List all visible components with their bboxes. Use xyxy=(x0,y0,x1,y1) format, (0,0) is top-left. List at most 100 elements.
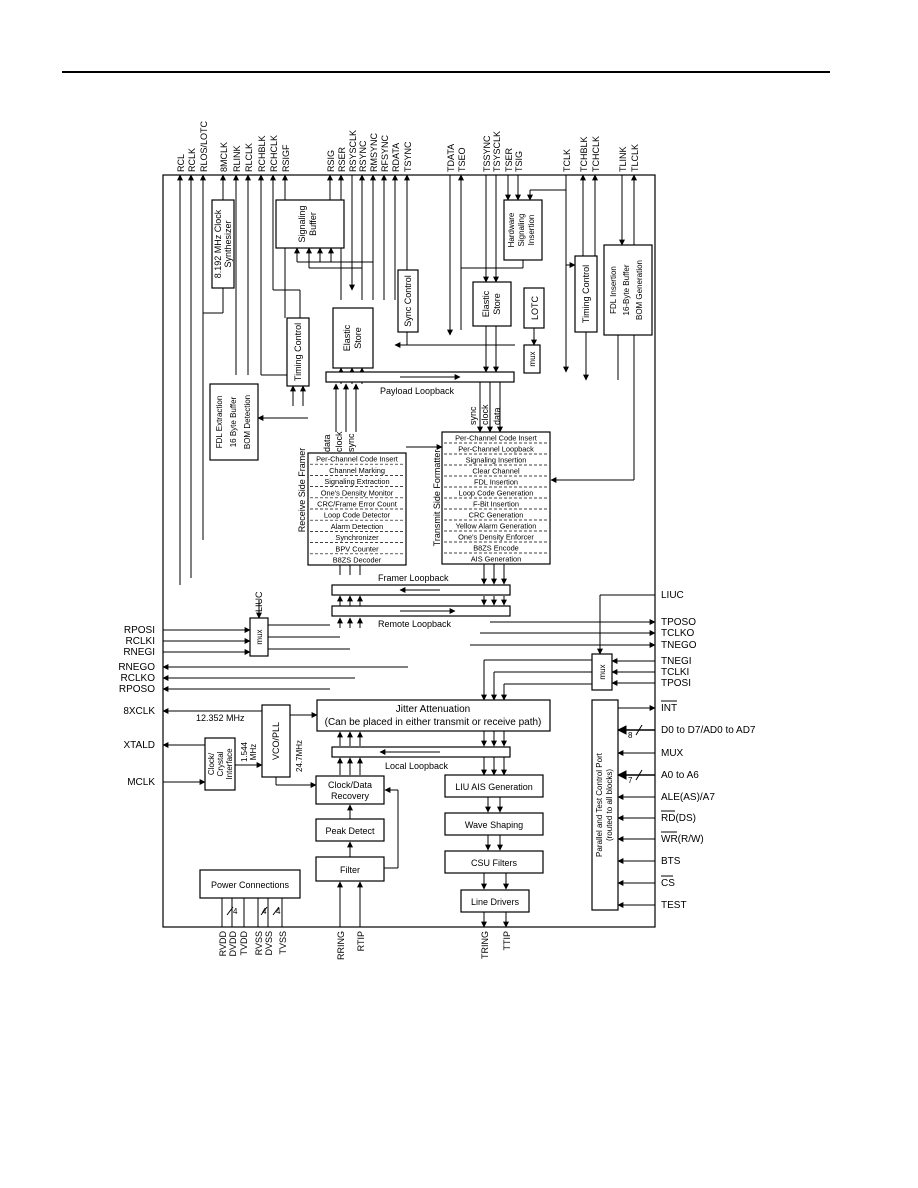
clock-crystal-line1: Clock/ xyxy=(207,752,216,775)
pin-rvss: RVSS xyxy=(254,931,264,955)
clock-data-recovery-block xyxy=(315,775,385,805)
tx-chain-arrows xyxy=(481,797,509,890)
local-arrows xyxy=(337,757,507,776)
parallel-port-line1: Parallel and Test Control Port xyxy=(595,752,604,857)
pin-rring: RRING xyxy=(336,931,346,960)
rx-elastic-store-block xyxy=(332,307,374,369)
pin-rmsync: RMSYNC xyxy=(369,132,379,172)
fdl-ext-line3: BOM Detection xyxy=(243,395,252,449)
rx-mux-label: mux xyxy=(255,629,264,644)
pin-tseo: TSEO xyxy=(457,147,467,172)
pin-d0-d7: D0 to D7/AD0 to AD7 xyxy=(661,725,756,736)
clock-synth-line2: Synthesizer xyxy=(223,220,233,267)
receive-framer-row: CRC/Frame Error Count xyxy=(317,500,397,509)
mhz-247-label: 24.7MHz xyxy=(295,740,304,772)
transmit-formatter-row: One's Density Enforcer xyxy=(458,533,534,542)
left-pin-labels: RPOSI RCLKI RNEGI RNEGO RCLKO RPOSO 8XCL… xyxy=(118,625,155,788)
pin-tring: TRING xyxy=(480,931,490,959)
transmit-formatter-row: Signaling Insertion xyxy=(466,456,527,465)
bus-width-7: 7 xyxy=(628,776,633,785)
cdr-line1: Clock/Data xyxy=(328,780,372,790)
top-pin-labels: RCL RCLK RLOS/LOTC 8MCLK RLINK RLCLK RCH… xyxy=(176,120,640,172)
sigbuf-connections xyxy=(284,247,373,318)
fdl-ext-line2: 16 Byte Buffer xyxy=(229,396,238,447)
sync-control-label: Sync Control xyxy=(403,275,413,327)
receive-side-framer-label: Receive Side Framer xyxy=(297,448,307,533)
cdr-line2: Recovery xyxy=(331,791,370,801)
clock-synth-line1: 8.192 MHz Clock xyxy=(213,209,223,278)
pin-rvdd: RVDD xyxy=(218,931,228,957)
pin-tposo: TPOSO xyxy=(661,617,696,628)
transmit-formatter-row: AIS Generation xyxy=(471,555,522,564)
pin-rclk: RCLK xyxy=(187,148,197,172)
rx-elastic-line1: Elastic xyxy=(342,324,352,351)
pin-rfsync: RFSYNC xyxy=(380,134,390,172)
clock-crystal-block xyxy=(204,737,236,791)
pin-dvss: DVSS xyxy=(264,931,274,956)
hw-signaling-block xyxy=(503,199,543,261)
receive-framer-row: Alarm Detection xyxy=(331,522,384,531)
transmit-formatter-row: Per-Channel Code Insert xyxy=(455,434,537,443)
receive-framer-row: Synchronizer xyxy=(335,533,379,542)
receive-framer-row: Loop Code Detector xyxy=(324,511,391,520)
rx-timing-control-block xyxy=(286,317,310,387)
framer-loopback-label: Framer Loopback xyxy=(378,573,449,583)
pin-rsync: RSYNC xyxy=(358,140,368,172)
line-drivers-label: Line Drivers xyxy=(471,897,520,907)
receive-framer-row: Signaling Extraction xyxy=(324,477,389,486)
pin-rsig: RSIG xyxy=(326,150,336,172)
tx-bus-down-arrows xyxy=(477,382,503,433)
pin-ale: ALE(AS)/A7 xyxy=(661,792,715,803)
power-connections-label: Power Connections xyxy=(211,880,290,890)
pin-tnego: TNEGO xyxy=(661,640,697,651)
tx-elastic-store-block xyxy=(472,281,512,327)
pin-rlclk: RLCLK xyxy=(244,143,254,172)
fdl-extraction-block xyxy=(209,383,259,461)
transmit-side-formatter-label: Transmit Side Formatter xyxy=(432,450,442,547)
transmit-formatter-row: FDL Insertion xyxy=(474,478,518,487)
transmit-formatter-row: Yellow Alarm Generation xyxy=(456,522,537,531)
rx-timing-control-label: Timing Control xyxy=(293,323,303,381)
mhz-1544-line1: 1.544 xyxy=(240,741,249,762)
sync-control-block xyxy=(397,269,419,333)
bus-width-4c: 4 xyxy=(276,907,281,916)
pin-wr: WR(R/W) xyxy=(661,834,704,845)
pin-tlclk: TLCLK xyxy=(630,144,640,172)
pin-rsigf: RSIGF xyxy=(281,144,291,172)
pin-rposo: RPOSO xyxy=(119,684,155,695)
pin-cs: CS xyxy=(661,878,675,889)
wave-shaping-label: Wave Shaping xyxy=(465,820,523,830)
top-pin-lines xyxy=(177,174,637,585)
liu-ais-block xyxy=(444,774,544,798)
fdl-ins-line3: BOM Generation xyxy=(635,260,644,320)
csu-filters-label: CSU Filters xyxy=(471,858,518,868)
pin-rnegi: RNEGI xyxy=(123,647,155,658)
tx-bus-data: data xyxy=(492,407,502,425)
bottom-pin-lines xyxy=(221,881,509,928)
tx-bus-sync: sync xyxy=(468,406,478,425)
bus-width-8: 8 xyxy=(628,731,633,740)
tx-timing-control-label: Timing Control xyxy=(581,265,591,323)
transmit-formatter-row: B8ZS Encode xyxy=(473,544,519,553)
bus-width-4a: 4 xyxy=(233,907,238,916)
pin-8mclk: 8MCLK xyxy=(219,142,229,172)
left-pin-lines xyxy=(162,627,408,785)
pin-rclko: RCLKO xyxy=(121,673,156,684)
pin-rlink: RLINK xyxy=(232,145,242,172)
pin-rser: RSER xyxy=(337,146,347,172)
vco-pll-block xyxy=(261,704,291,778)
pin-tsig: TSIG xyxy=(514,151,524,172)
rx-bus-clock: clock xyxy=(334,431,344,452)
pin-tclko: TCLKO xyxy=(661,628,695,639)
receive-framer-row: Channel Marking xyxy=(329,466,385,475)
pin-tvss: TVSS xyxy=(278,931,288,955)
pin-tsync: TSYNC xyxy=(403,141,413,172)
pin-8xclk: 8XCLK xyxy=(123,706,155,717)
pin-a0-a6: A0 to A6 xyxy=(661,770,699,781)
bottom-pin-labels: RVDD DVDD TVDD RVSS DVSS TVSS RRING RTIP… xyxy=(218,931,512,961)
pin-tssync: TSSYNC xyxy=(482,135,492,172)
clock-crystal-line2: Crystal xyxy=(216,751,225,776)
jitter-line1: Jitter Attenuation xyxy=(396,704,471,715)
line-drivers-block xyxy=(460,889,530,913)
hw-signaling-line1: Hardware xyxy=(507,212,516,247)
